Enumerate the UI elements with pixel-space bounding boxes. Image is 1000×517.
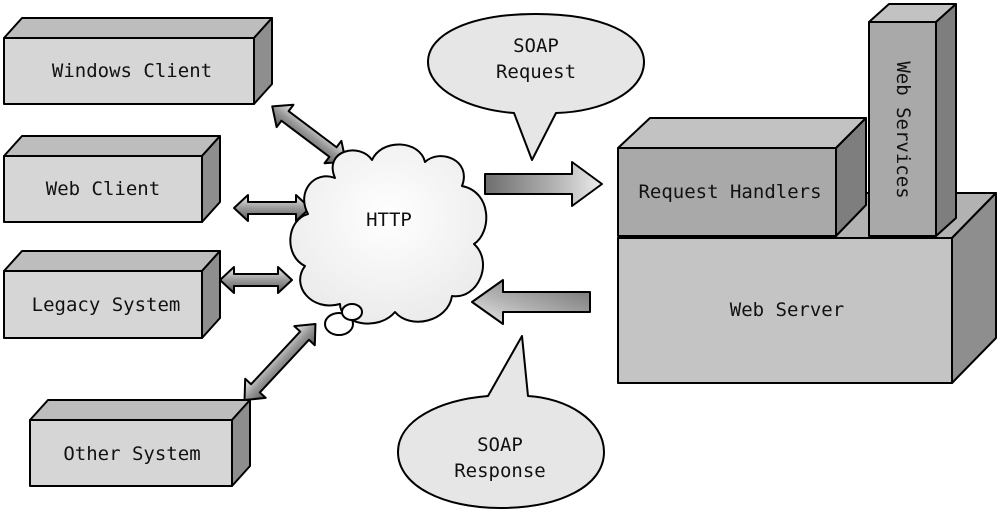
windows-client-box: Windows Client — [3, 17, 273, 105]
other-system-box: Other System — [29, 399, 251, 487]
legacy-system-box: Legacy System — [3, 250, 221, 339]
other-system-arrow — [243, 322, 317, 402]
web-server-label: Web Server — [730, 299, 844, 321]
web-client-label: Web Client — [46, 178, 160, 200]
soap-response-line1: SOAP — [477, 434, 523, 456]
http-label: HTTP — [366, 209, 412, 231]
response-arrow — [471, 279, 591, 325]
request-arrow — [484, 161, 603, 207]
other-system-label: Other System — [63, 443, 200, 465]
windows-client-label: Windows Client — [52, 60, 212, 82]
web-services-label: Web Services — [892, 61, 914, 198]
soap-response-line2: Response — [454, 460, 546, 482]
web-services-box: Web Services — [868, 3, 957, 237]
legacy-system-arrow — [219, 266, 293, 294]
web-client-arrow — [233, 194, 311, 222]
soap-request-line2: Request — [496, 61, 576, 83]
soap-response-bubble: SOAP Response — [397, 335, 605, 509]
legacy-system-label: Legacy System — [32, 294, 181, 316]
request-handlers-label: Request Handlers — [638, 181, 821, 203]
http-cloud: HTTP — [289, 143, 488, 336]
soap-request-line1: SOAP — [513, 35, 559, 57]
web-client-box: Web Client — [3, 135, 221, 223]
request-handlers-box: Request Handlers — [617, 117, 867, 237]
soap-request-bubble: SOAP Request — [427, 13, 645, 161]
